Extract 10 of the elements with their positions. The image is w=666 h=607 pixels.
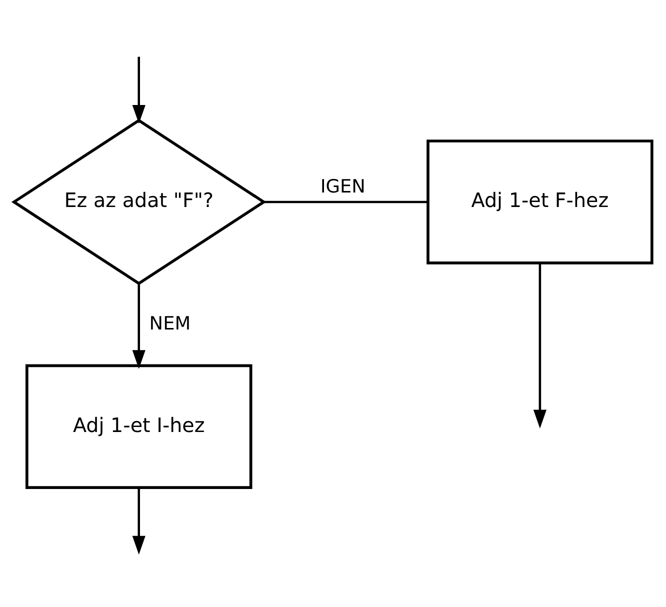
connector bbox=[264, 200, 428, 203]
edge-label: NEM bbox=[149, 312, 191, 334]
node-diamond: Ez az adat "F"? bbox=[11, 118, 266, 285]
arrow bbox=[132, 56, 146, 124]
arrow bbox=[132, 282, 146, 368]
arrow bbox=[132, 487, 146, 554]
arrow bbox=[533, 262, 547, 428]
node-box: Adj 1-et F-hez bbox=[426, 139, 654, 264]
node-box: Adj 1-et I-hez bbox=[26, 364, 252, 488]
edge-label: IGEN bbox=[320, 176, 366, 198]
